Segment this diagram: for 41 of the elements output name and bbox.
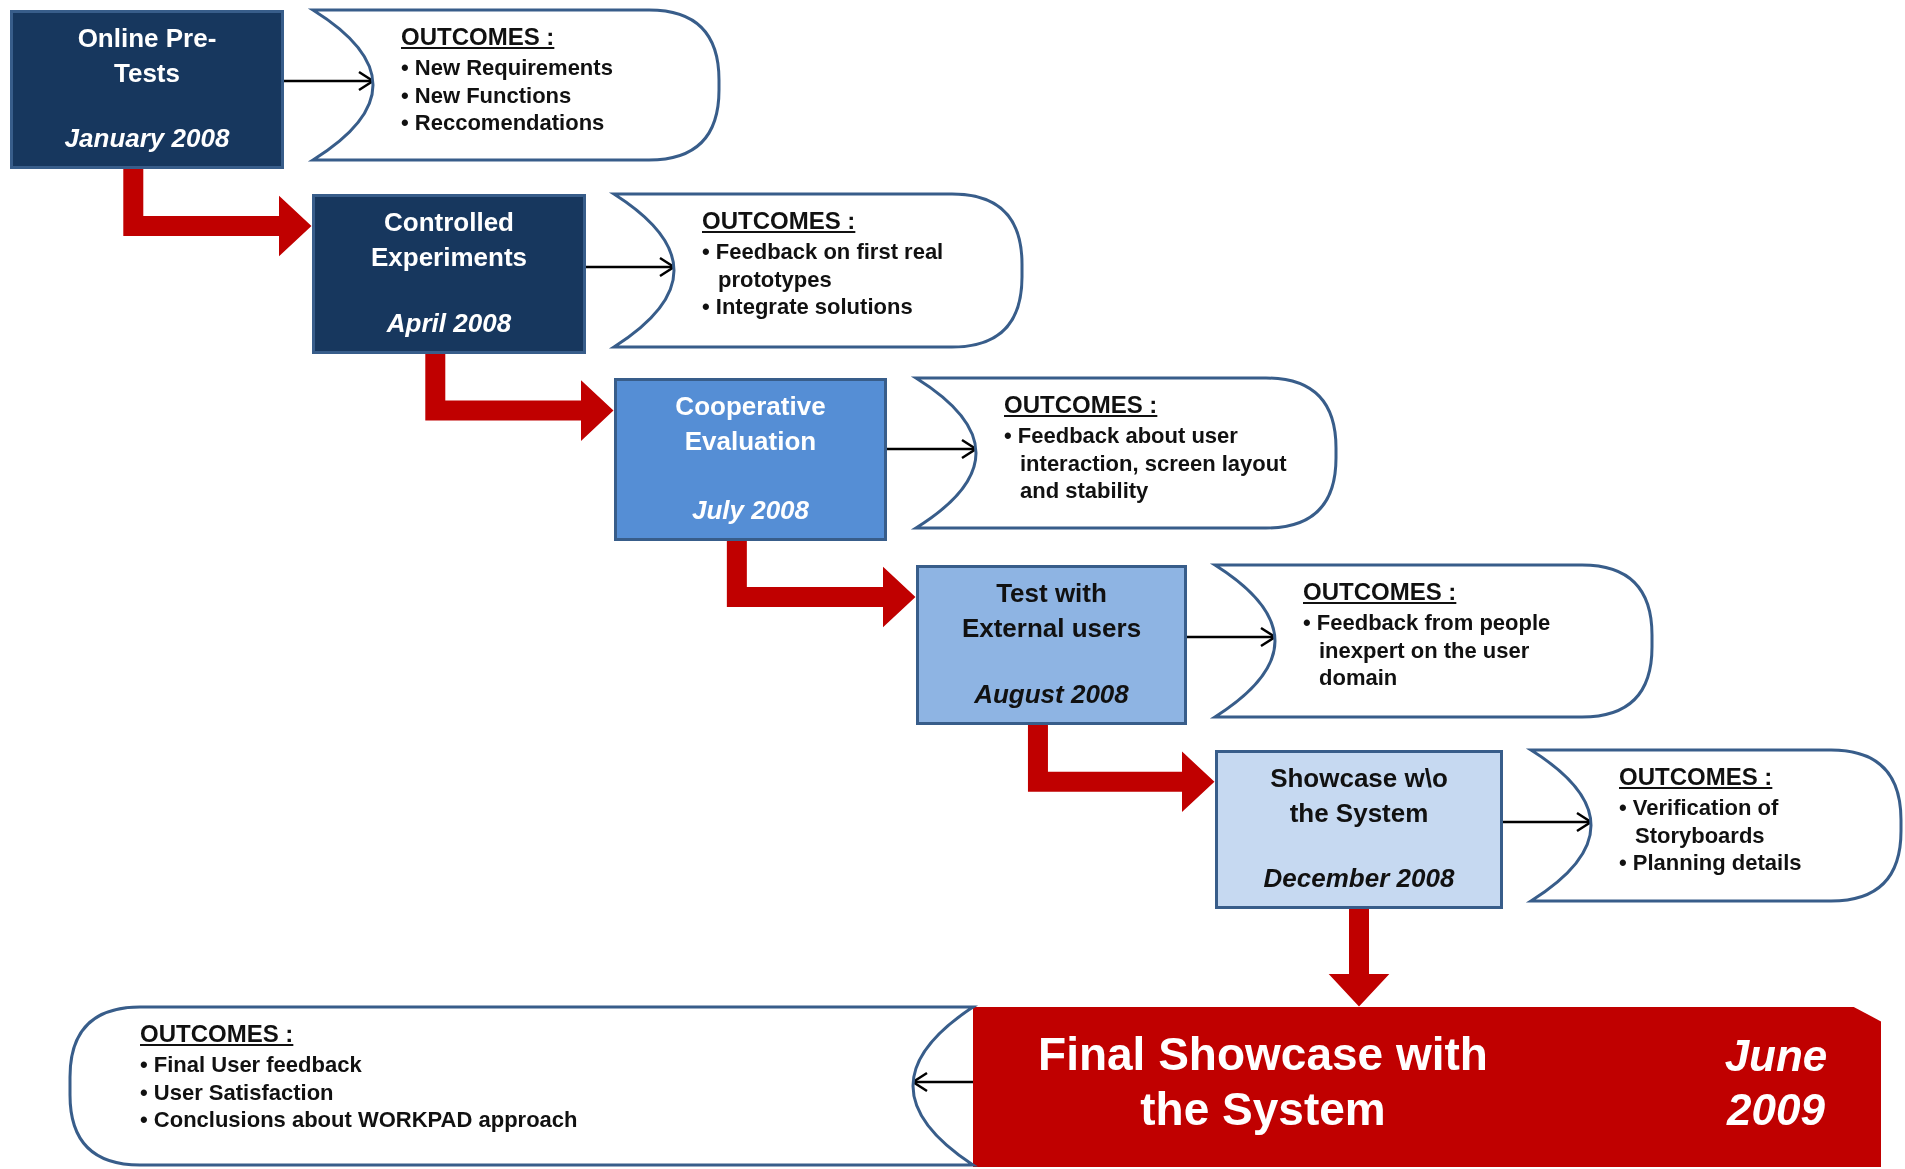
step-title: Controlled Experiments xyxy=(369,206,529,275)
step-date: April 2008 xyxy=(386,306,512,340)
step-date: December 2008 xyxy=(1263,861,1455,895)
step-date: January 2008 xyxy=(64,121,230,155)
step-title: Test with External users xyxy=(960,577,1143,646)
block-arrow xyxy=(1027,725,1214,811)
outcomes-heading: OUTCOMES : xyxy=(1303,577,1457,607)
outcomes-heading: OUTCOMES : xyxy=(702,206,856,236)
block-arrow xyxy=(726,541,915,626)
outcome-item: • Verification of Storyboards xyxy=(1619,794,1780,849)
outcomes-heading: OUTCOMES : xyxy=(1619,762,1773,792)
step-title: Final Showcase with the System xyxy=(1037,1027,1489,1138)
outcome-item: • Feedback on first real prototypes xyxy=(702,238,945,293)
block-arrow xyxy=(425,354,613,440)
step-box xyxy=(312,194,586,354)
step-date: June 2009 xyxy=(1723,1030,1829,1136)
outcome-item: • New Functions xyxy=(401,81,573,109)
block-arrow xyxy=(1330,909,1388,1006)
step-box xyxy=(1215,750,1503,909)
outcome-item: • User Satisfaction xyxy=(140,1078,335,1106)
outcome-item: • Reccomendations xyxy=(401,109,606,137)
step-title: Online Pre-Tests xyxy=(76,22,218,91)
outcomes-heading: OUTCOMES : xyxy=(1004,390,1158,420)
step-date: July 2008 xyxy=(691,493,810,527)
outcome-item: • Feedback about user interaction, screen layout and stability xyxy=(1004,422,1288,505)
block-arrow xyxy=(123,169,311,255)
outcome-item: • Final User feedback xyxy=(140,1051,363,1079)
step-box xyxy=(10,10,284,169)
step-title: Showcase w\o the System xyxy=(1269,762,1449,831)
outcome-item: • Conclusions about WORKPAD approach xyxy=(140,1106,579,1134)
outcomes-heading: OUTCOMES : xyxy=(140,1019,294,1049)
outcome-item: • Planning details xyxy=(1619,849,1803,877)
step-box xyxy=(916,565,1187,725)
final-step-box xyxy=(973,1007,1881,1167)
step-date: August 2008 xyxy=(974,677,1129,711)
step-box xyxy=(614,378,887,541)
step-title: Cooperative Evaluation xyxy=(674,390,827,459)
outcome-item: • New Requirements xyxy=(401,54,614,82)
outcome-item: • Feedback from people inexpert on the user domain xyxy=(1303,609,1552,692)
outcome-item: • Integrate solutions xyxy=(702,293,914,321)
outcomes-heading: OUTCOMES : xyxy=(401,22,555,52)
